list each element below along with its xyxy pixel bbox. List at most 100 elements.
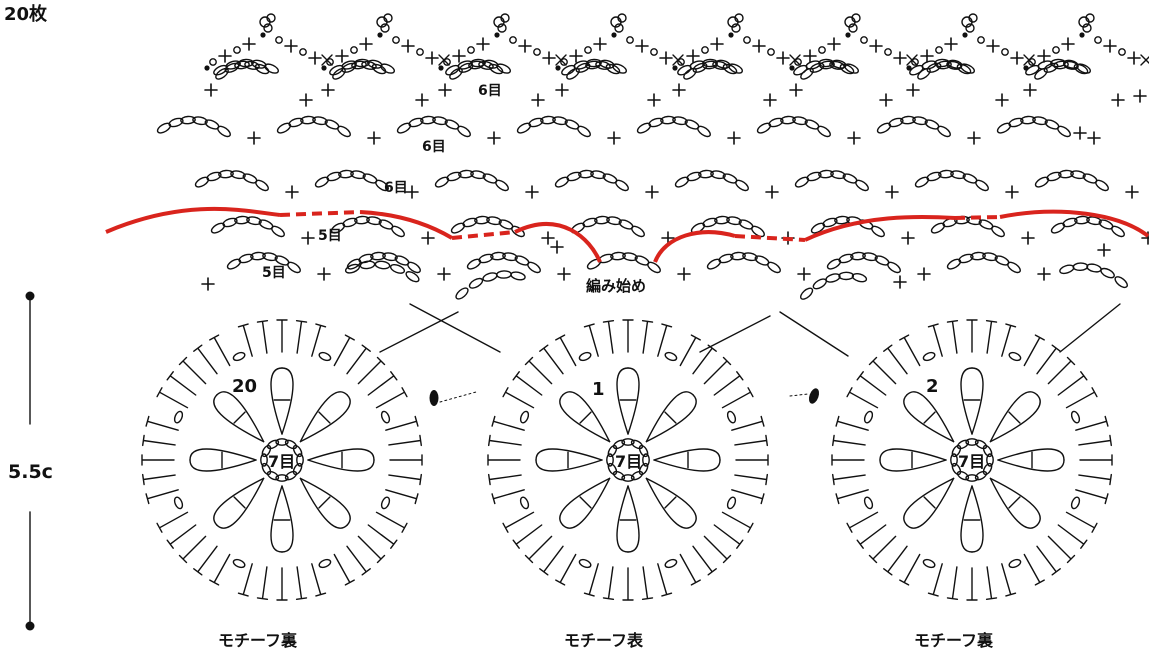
single-crochet [1134, 90, 1146, 102]
chain-stitch [578, 351, 592, 362]
join-line [790, 394, 808, 396]
double-crochet [334, 555, 354, 585]
chain-stitch [1110, 224, 1126, 238]
double-crochet [857, 372, 886, 395]
chain-stitch [1094, 178, 1110, 192]
motif-center-count: 7目 [958, 452, 985, 471]
join-line [440, 392, 476, 402]
chain-stitch [327, 59, 333, 65]
single-crochet [526, 186, 538, 198]
double-crochet [714, 372, 743, 395]
chart-labels: 20枚 5.5c 6目 6目 6目 5目 5目 編み始め 20 1 2 7目 7… [4, 3, 994, 650]
single-crochet [1038, 268, 1050, 280]
row-count-label: 5目 [262, 265, 286, 281]
double-crochet [1002, 564, 1016, 596]
single-crochet [918, 268, 930, 280]
tick-mark [319, 497, 330, 508]
double-crochet [194, 546, 217, 575]
double-crochet [736, 455, 768, 465]
single-crochet [921, 50, 933, 62]
double-crochet [312, 564, 326, 596]
double-crochet [967, 320, 977, 352]
single-crochet [660, 52, 672, 64]
single-crochet [243, 38, 255, 50]
single-crochet [286, 186, 298, 198]
total-motifs-label: 20枚 [4, 3, 48, 25]
double-crochet [643, 567, 653, 599]
chain-stitch [351, 47, 357, 53]
single-crochet [488, 132, 500, 144]
chain-stitch [510, 271, 526, 281]
double-crochet [503, 512, 533, 532]
single-crochet [902, 232, 914, 244]
double-crochet [167, 525, 196, 548]
chain-stitch [380, 496, 391, 510]
double-crochet [735, 436, 767, 446]
double-crochet [489, 475, 521, 485]
single-crochet [1062, 38, 1074, 50]
single-crochet [766, 186, 778, 198]
double-crochet [1076, 417, 1108, 431]
chain-stitch [1029, 59, 1035, 65]
double-crochet [1037, 546, 1060, 575]
double-crochet [386, 490, 418, 504]
single-crochet [1038, 50, 1050, 62]
single-crochet [422, 232, 434, 244]
double-crochet [389, 475, 421, 485]
double-crochet [723, 512, 753, 532]
petal-stroke [961, 486, 972, 552]
petal-stroke [998, 449, 1064, 460]
double-crochet [157, 512, 187, 532]
chain-stitch [630, 224, 646, 238]
double-crochet [1058, 372, 1087, 395]
chain-stitch [1037, 60, 1053, 71]
cross-stitch [1141, 55, 1149, 65]
motif-number: 1 [592, 379, 605, 400]
double-crochet [967, 568, 977, 600]
chain-stitch [254, 178, 270, 192]
double-crochet [735, 475, 767, 485]
chain-stitch [922, 351, 936, 362]
chart-strokes [26, 14, 1149, 631]
connector-line [700, 316, 770, 352]
single-crochet [880, 94, 892, 106]
double-crochet [277, 320, 287, 352]
double-crochet [847, 388, 877, 408]
petal-stroke [972, 368, 983, 434]
single-crochet [248, 132, 260, 144]
chain-stitch [417, 49, 423, 55]
slip-stitch [962, 32, 967, 37]
double-crochet [503, 388, 533, 408]
double-crochet [658, 324, 672, 356]
petal-stroke [282, 486, 293, 552]
size-label: 5.5c [8, 461, 53, 483]
chain-stitch [232, 558, 246, 569]
single-crochet [453, 50, 465, 62]
double-crochet [277, 568, 287, 600]
chain-stitch [696, 124, 712, 138]
chain-stitch [1053, 47, 1059, 53]
single-crochet [542, 232, 554, 244]
single-crochet [558, 268, 570, 280]
single-crochet [285, 40, 297, 52]
single-crochet [764, 94, 776, 106]
double-crochet [1024, 555, 1044, 585]
single-crochet [1024, 84, 1036, 96]
chain-stitch [956, 470, 970, 482]
chain-stitch [870, 224, 886, 238]
chain-stitch [886, 260, 902, 274]
double-crochet [585, 324, 599, 356]
chain-stitch [734, 178, 750, 192]
double-crochet [623, 568, 633, 600]
single-crochet [646, 186, 658, 198]
chain-stitch [795, 59, 801, 65]
motif-side-label: モチーフ裏 [914, 631, 994, 650]
double-crochet [488, 455, 520, 465]
double-crochet [297, 567, 307, 599]
double-crochet [142, 455, 174, 465]
double-crochet [1002, 324, 1016, 356]
double-crochet [732, 417, 764, 431]
double-crochet [870, 358, 896, 384]
chain-stitch [825, 272, 841, 283]
chain-stitch [454, 286, 470, 301]
